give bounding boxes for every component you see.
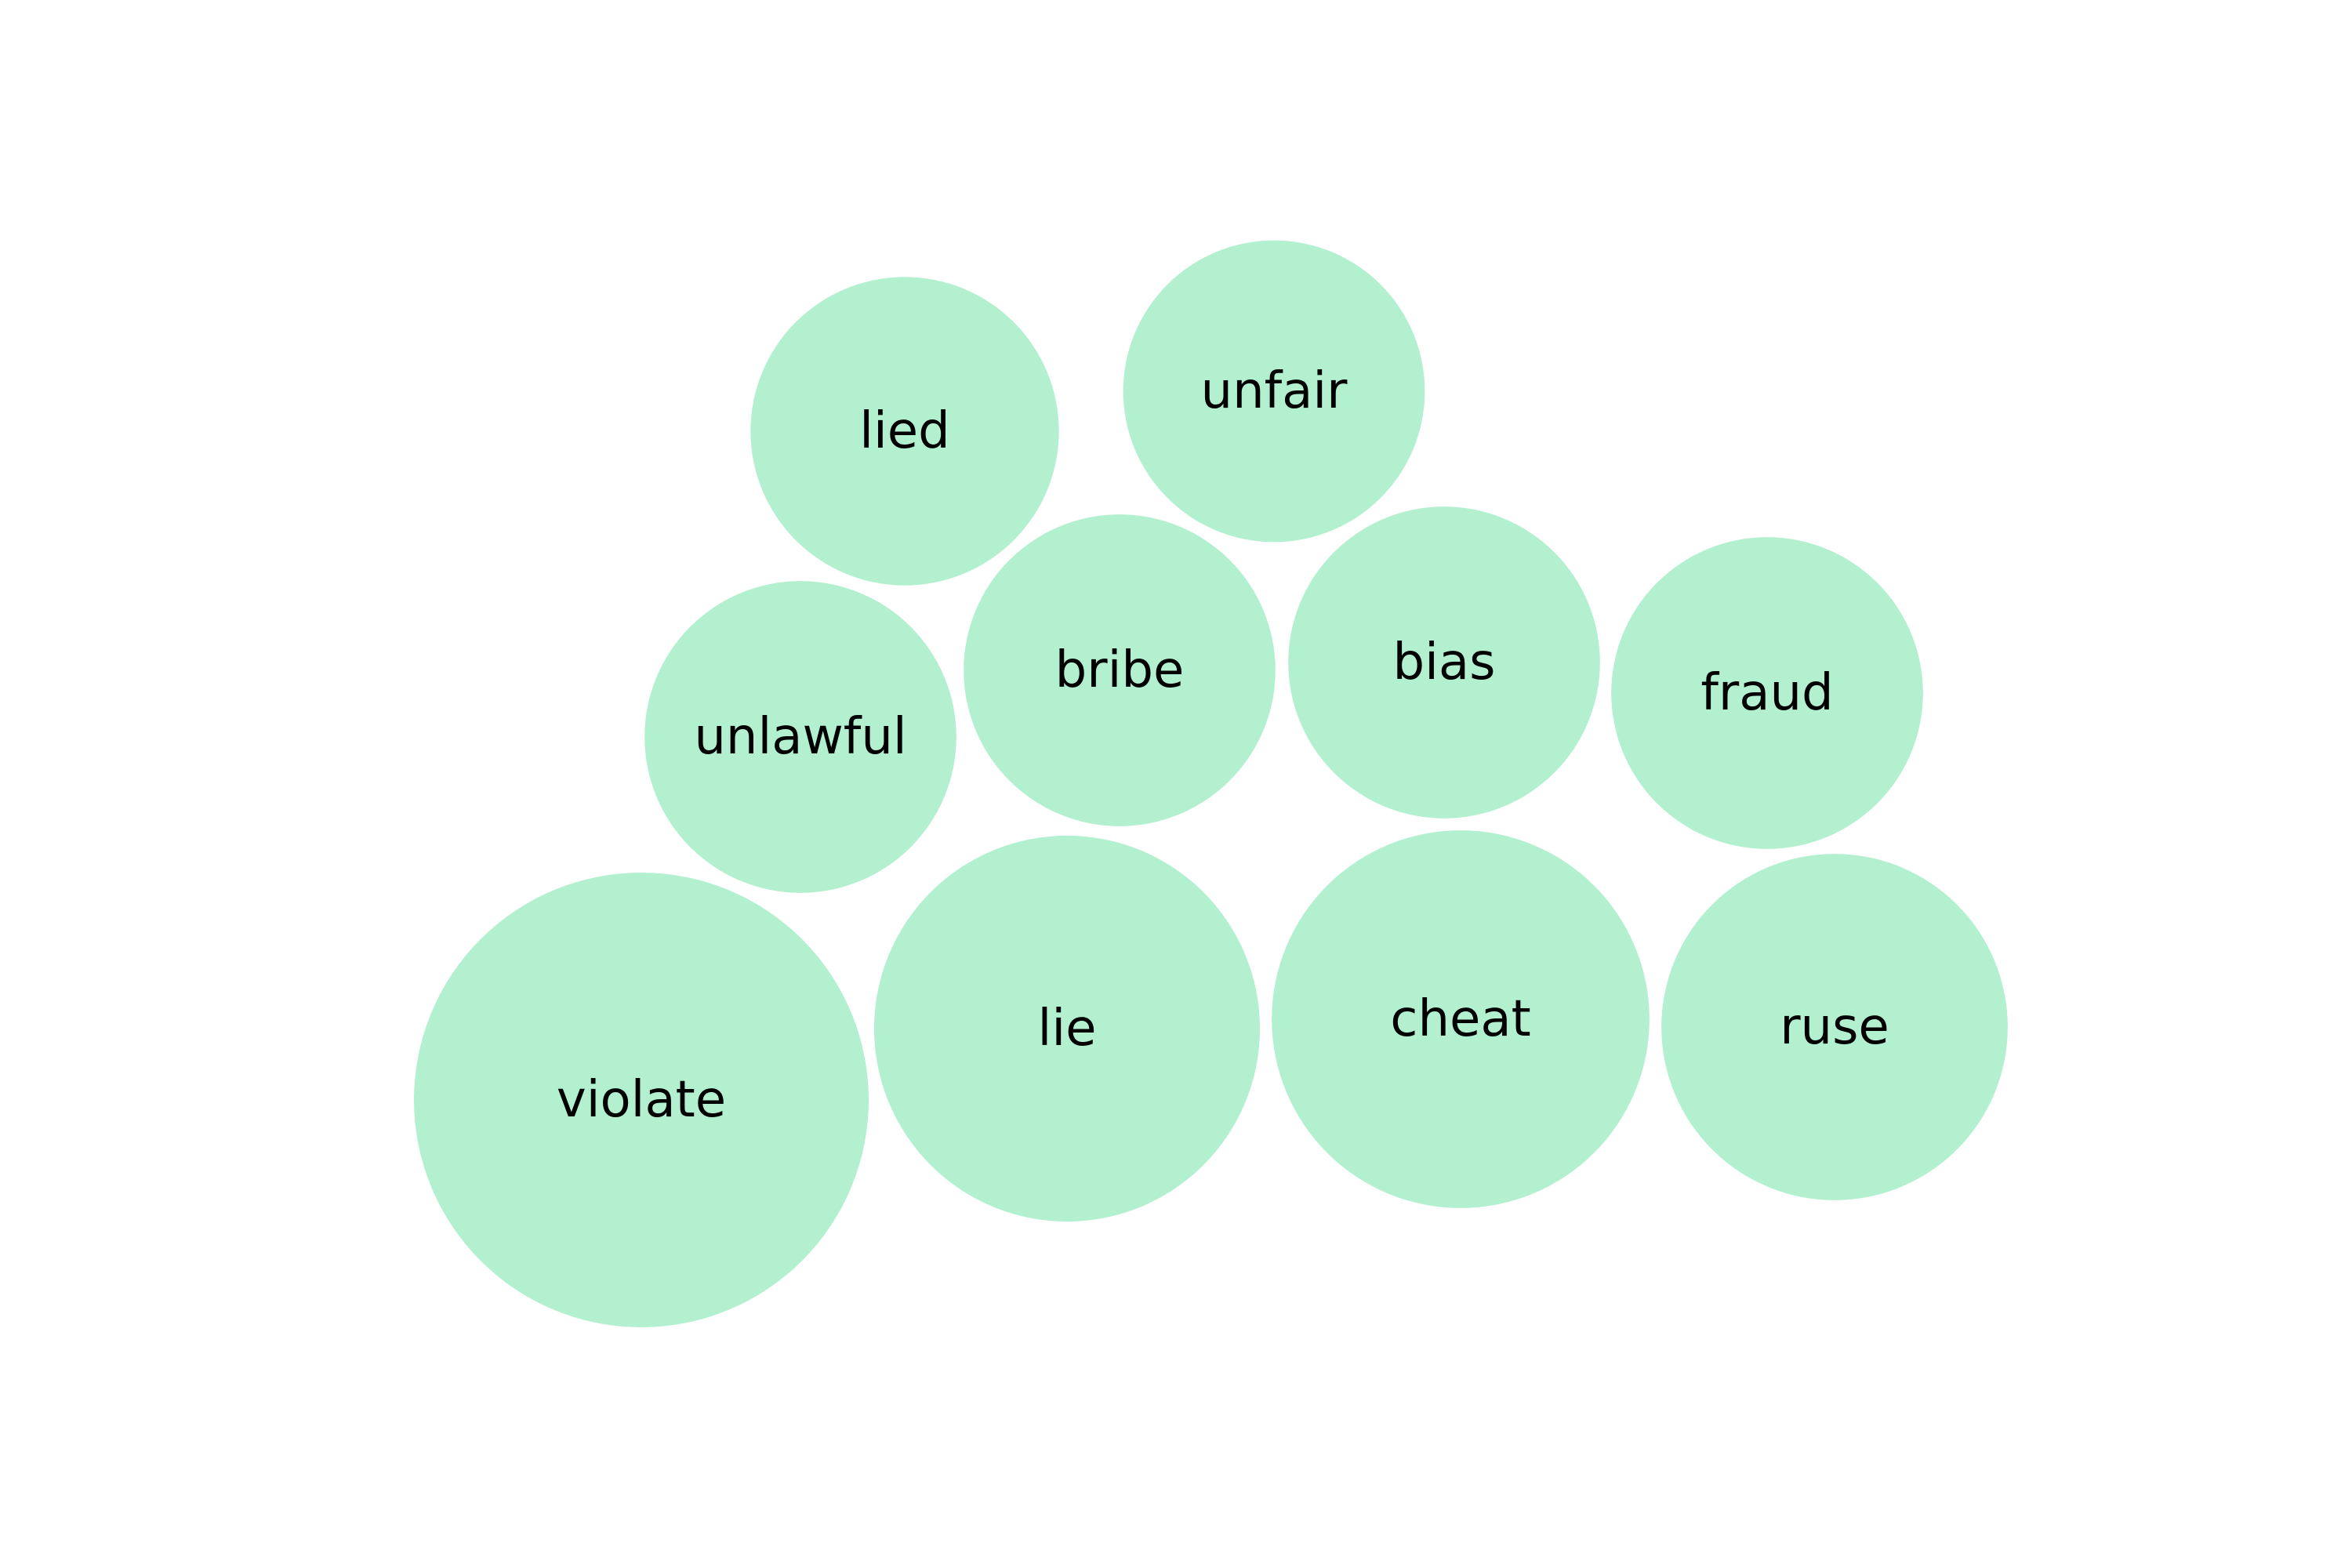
bubble-circle-cheat bbox=[1272, 830, 1650, 1208]
bubble-label-unfair: unfair bbox=[1201, 362, 1348, 420]
bubble-circle-violate bbox=[414, 873, 869, 1327]
bubble-label-lied: lied bbox=[859, 402, 950, 460]
bubble-circle-bias bbox=[1288, 506, 1600, 818]
bubble-label-lie: lie bbox=[1038, 1000, 1097, 1058]
bubble-label-bias: bias bbox=[1393, 633, 1496, 691]
bubble-label-ruse: ruse bbox=[1780, 998, 1889, 1056]
bubble-label-cheat: cheat bbox=[1390, 990, 1530, 1048]
bubble-violate: violate bbox=[414, 873, 869, 1327]
bubble-unfair: unfair bbox=[1123, 240, 1425, 543]
bubble-label-bribe: bribe bbox=[1055, 641, 1185, 699]
bubble-circle-bribe bbox=[964, 514, 1276, 826]
bubble-unlawful: unlawful bbox=[644, 581, 956, 893]
bubble-lie: lie bbox=[873, 835, 1261, 1222]
bubble-label-unlawful: unlawful bbox=[694, 708, 906, 766]
bubble-circle-unfair bbox=[1123, 240, 1425, 543]
bubble-circle-fraud bbox=[1611, 537, 1923, 849]
bubble-bias: bias bbox=[1288, 506, 1600, 818]
bubble-bribe: bribe bbox=[964, 514, 1276, 826]
bubble-lied: lied bbox=[750, 277, 1059, 586]
bubble-ruse: ruse bbox=[1661, 854, 2008, 1200]
bubble-fraud: fraud bbox=[1611, 537, 1923, 849]
bubble-cheat: cheat bbox=[1272, 830, 1650, 1208]
bubble-circle-ruse bbox=[1661, 854, 2008, 1200]
bubble-label-violate: violate bbox=[557, 1071, 726, 1129]
bubble-circle-unlawful bbox=[644, 581, 956, 893]
bubble-label-fraud: fraud bbox=[1700, 664, 1833, 722]
bubble-circle-lie bbox=[873, 835, 1261, 1222]
bubble-circle-lied bbox=[750, 277, 1059, 586]
